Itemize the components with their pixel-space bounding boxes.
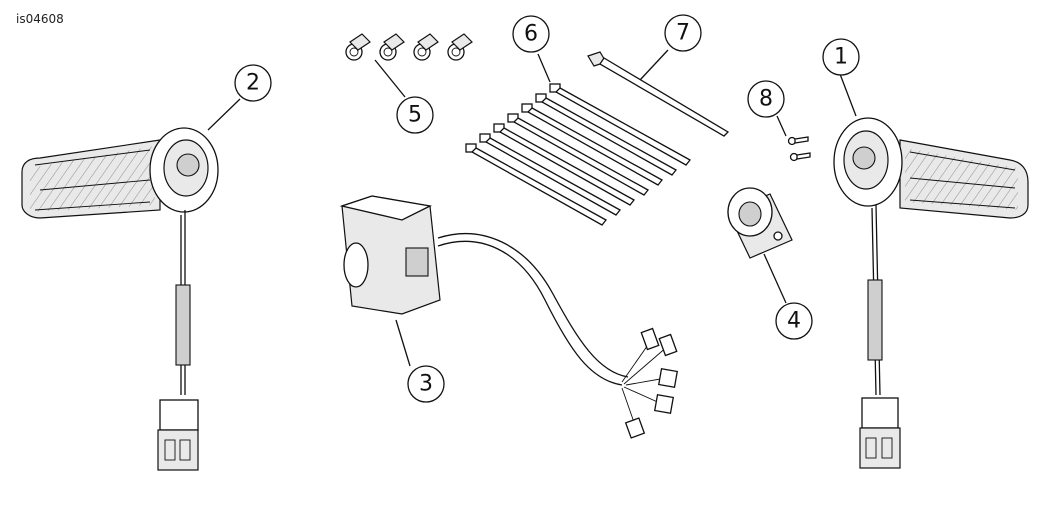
callout-1: 1: [822, 38, 860, 76]
callout-1-label: 1: [834, 45, 848, 70]
callout-4: 4: [775, 302, 813, 340]
callout-6: 6: [512, 15, 550, 53]
wire-clips: [345, 33, 473, 61]
cable-ties-set: [465, 83, 691, 226]
callout-7: 7: [664, 14, 702, 52]
figure-id-label: is04608: [16, 12, 64, 26]
callout-2-label: 2: [246, 71, 260, 96]
callout-6-label: 6: [524, 22, 538, 47]
callout-5-label: 5: [408, 103, 422, 128]
callout-2: 2: [234, 64, 272, 102]
callout-3: 3: [407, 365, 445, 403]
screws: [787, 136, 811, 162]
right-grip-assembly: [833, 117, 1029, 469]
callout-3-label: 3: [419, 372, 433, 397]
cable-tie-with-mount: [587, 51, 730, 137]
callout-8: 8: [747, 80, 785, 118]
switch-housing-harness: [339, 195, 679, 439]
leader-lines: [207, 49, 857, 367]
callout-4-label: 4: [787, 309, 801, 334]
callout-5: 5: [396, 96, 434, 134]
callout-7-label: 7: [676, 21, 690, 46]
collar-spacer: [727, 187, 793, 259]
callout-8-label: 8: [759, 87, 773, 112]
left-grip-assembly: [21, 127, 219, 471]
